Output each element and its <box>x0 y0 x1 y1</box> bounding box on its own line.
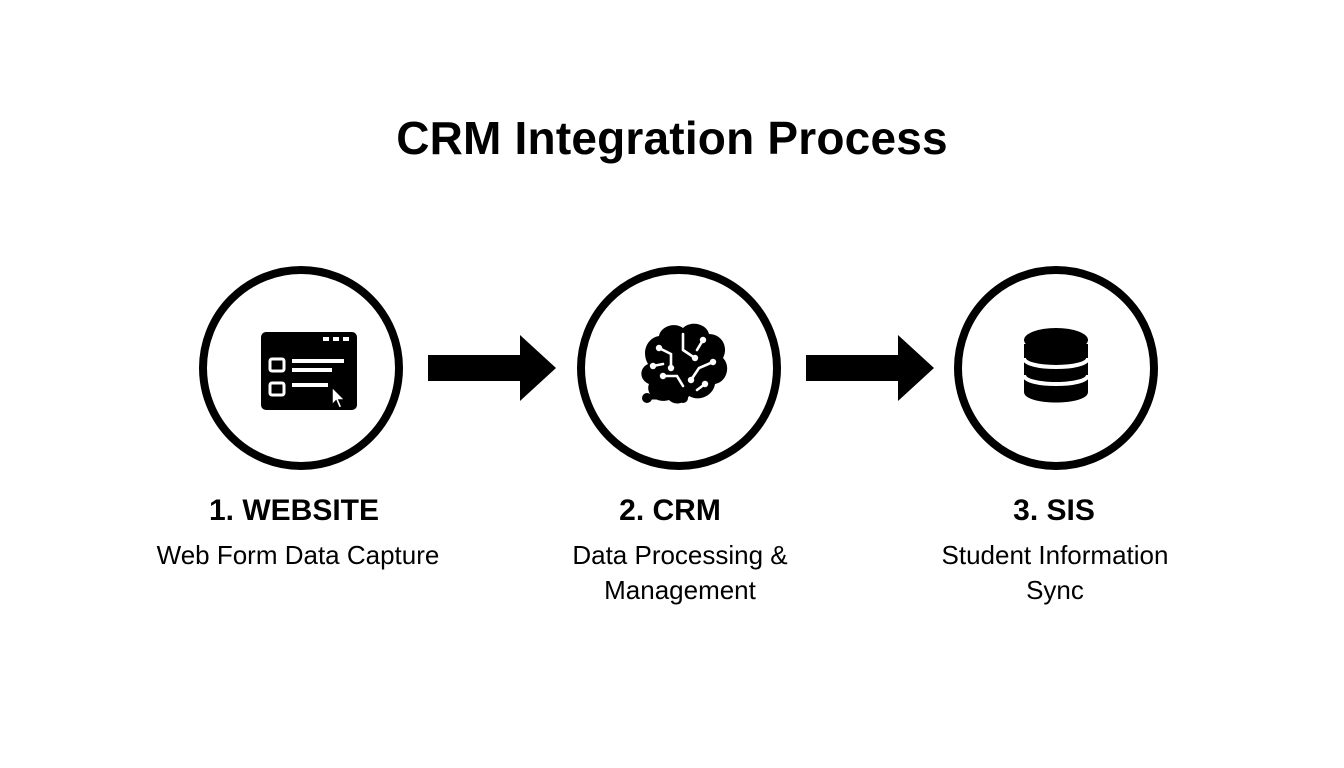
step-sis-circle <box>954 266 1158 470</box>
step-website-label: 1. WEBSITE <box>208 494 380 527</box>
step-website-description: Web Form Data Capture <box>128 538 468 573</box>
brain-circuit-icon <box>641 323 728 404</box>
step-sis-label: 3. SIS <box>1013 494 1095 527</box>
description-line: Sync <box>1026 575 1084 605</box>
description-line: Management <box>604 575 756 605</box>
step-crm-description: Data Processing & Management <box>510 538 850 608</box>
arrow-right-icon <box>806 335 934 401</box>
step-crm-circle <box>577 266 781 470</box>
step-website-circle <box>199 266 403 470</box>
web-form-browser-icon <box>261 332 357 410</box>
arrow-right-icon <box>428 335 556 401</box>
description-line: Student Information <box>941 540 1169 570</box>
description-line: Data Processing & <box>572 540 788 570</box>
page-title: CRM Integration Process <box>396 112 948 164</box>
step-crm-label: 2. CRM <box>619 494 721 527</box>
database-icon <box>1022 328 1090 403</box>
step-sis-description: Student Information Sync <box>885 538 1225 608</box>
description-line: Web Form Data Capture <box>156 540 440 570</box>
